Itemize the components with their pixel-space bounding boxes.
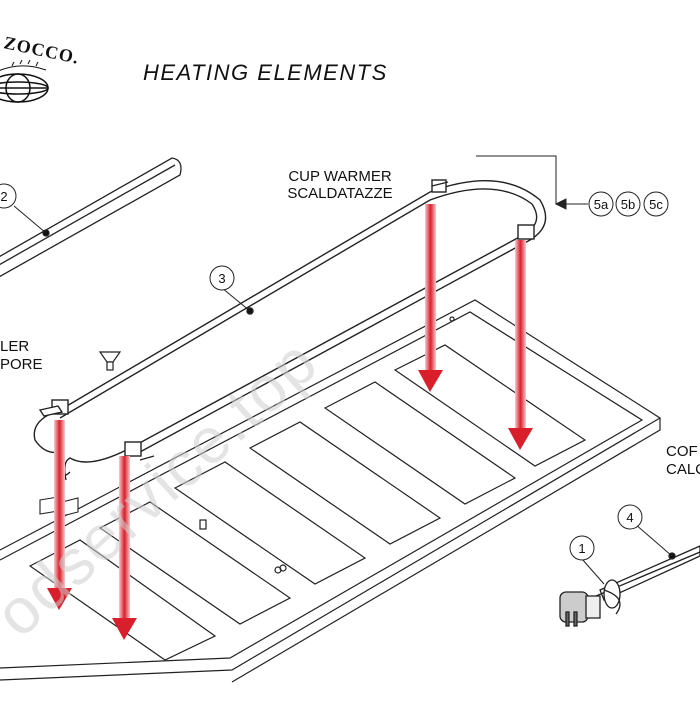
- callout-5b-label: 5b: [621, 197, 635, 212]
- globe-icon: [0, 59, 49, 103]
- scaldatazze-label: SCALDATAZZE: [287, 185, 392, 202]
- callout-4: 4: [617, 504, 643, 530]
- page-title: HEATING ELEMENTS: [143, 60, 388, 85]
- red-arrow: [47, 420, 72, 610]
- callout-1: 1: [569, 535, 595, 561]
- callout-2-label: 2: [0, 189, 7, 204]
- callout-5a-label: 5a: [594, 197, 609, 212]
- right-label-line1: COF: [666, 443, 698, 460]
- nozzle-part: [98, 351, 122, 371]
- callout-2: 2: [0, 183, 17, 209]
- red-arrow: [418, 204, 443, 392]
- brand-logo: ZOCCO.: [0, 32, 81, 103]
- left-label-line2: PORE: [0, 356, 43, 373]
- callout-3: 3: [209, 265, 235, 291]
- red-arrow: [508, 240, 533, 450]
- callout-5a: 5a: [588, 191, 614, 217]
- callout-1-label: 1: [578, 541, 585, 556]
- cup-warmer-label: CUP WARMER: [288, 168, 392, 185]
- callout-3-label: 3: [218, 271, 225, 286]
- heating-element-u-3: [33, 179, 547, 481]
- callout-4-label: 4: [626, 510, 633, 525]
- red-arrow: [112, 456, 137, 640]
- heating-element-rod-2: [0, 157, 182, 278]
- callout-5c: 5c: [643, 191, 669, 217]
- callout-5b: 5b: [615, 191, 641, 217]
- leader-lines: [13, 155, 673, 585]
- boiler-heating-element: [559, 545, 700, 627]
- callout-5c-label: 5c: [649, 197, 663, 212]
- left-label-line1: LER: [0, 338, 29, 355]
- heat-flow-arrows: [47, 204, 533, 640]
- right-label-line2: CALC: [666, 461, 700, 478]
- tray-screws: [199, 316, 455, 574]
